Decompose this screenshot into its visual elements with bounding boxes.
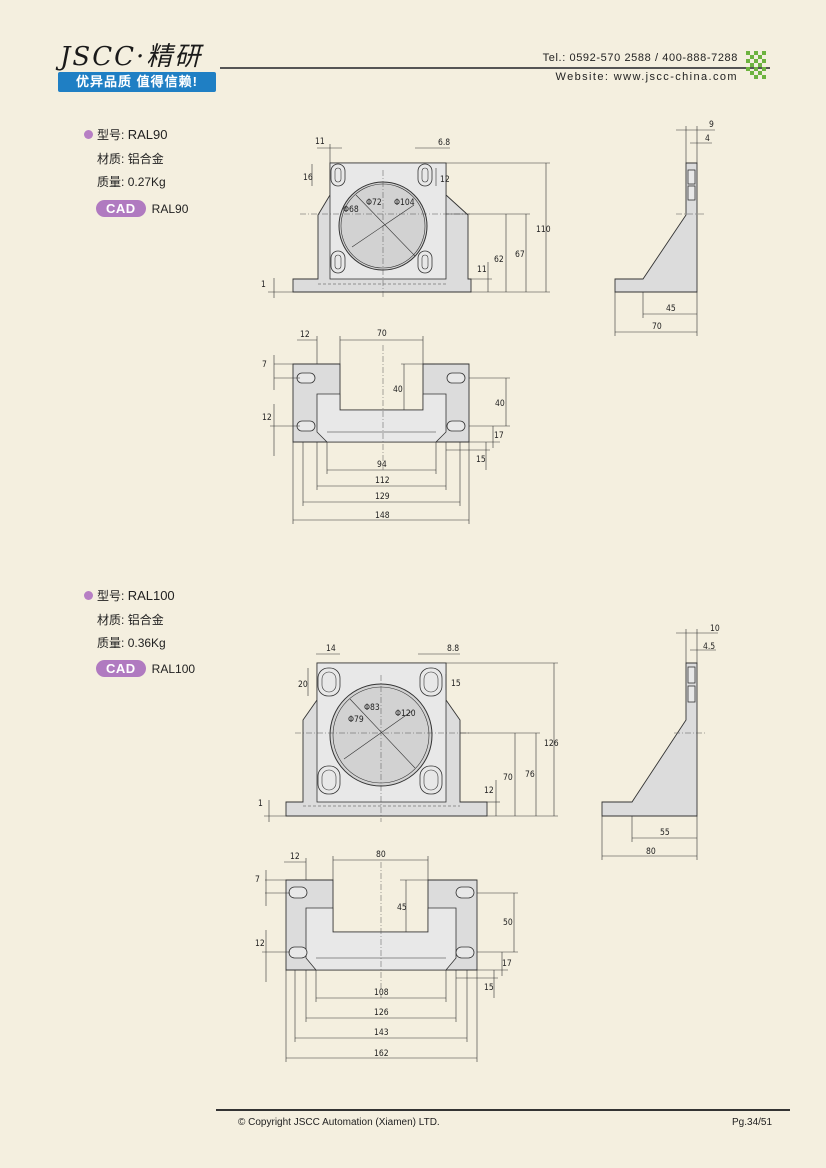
front-dim-label: 62 <box>494 255 504 265</box>
bottom-dim-label: 12 <box>262 413 272 423</box>
bottom-dim-label: 7 <box>255 875 260 885</box>
footer-divider <box>216 1109 790 1111</box>
contact-phone: Tel.: 0592-570 2588 / 400-888-7288 <box>542 52 738 64</box>
front-dim-label: 70 <box>503 773 513 783</box>
cad-name: RAL100 <box>151 662 196 676</box>
cad-badge[interactable]: CAD <box>96 200 146 217</box>
bullet-icon <box>84 591 93 600</box>
front-dim-label: 11 <box>477 265 487 275</box>
bottom-dim-label: 94 <box>377 460 387 470</box>
side-dim-label: 4 <box>705 134 710 144</box>
bottom-dim-label: 17 <box>494 431 504 441</box>
bottom-dim-label: 40 <box>393 385 403 395</box>
cad-download[interactable]: CAD RAL100 <box>96 660 195 677</box>
bottom-dim-label: 162 <box>374 1049 389 1059</box>
model-value: RAL90 <box>127 127 168 142</box>
cad-download[interactable]: CAD RAL90 <box>96 200 188 217</box>
model-value: RAL100 <box>127 588 175 603</box>
front-dim-label: Φ79 <box>348 715 364 725</box>
product-model-line: 型号: RAL90 <box>84 126 167 143</box>
front-dim-label: Φ72 <box>366 198 382 208</box>
model-label: 型号: <box>97 128 125 142</box>
front-dim-label: 11 <box>315 137 325 147</box>
side-dim-label: 55 <box>660 828 670 838</box>
bottom-dim-label: 148 <box>375 511 390 521</box>
cad-name: RAL90 <box>151 202 189 216</box>
front-dim-label: 16 <box>303 173 313 183</box>
front-dim-label: 76 <box>525 770 535 780</box>
side-dim-label: 45 <box>666 304 676 314</box>
bottom-dim-label: 12 <box>290 852 300 862</box>
front-dim-label: 1 <box>261 280 266 290</box>
bottom-dim-label: 50 <box>503 918 513 928</box>
bottom-dim-label: 108 <box>374 988 389 998</box>
front-dim-label: Φ120 <box>395 709 416 719</box>
bottom-dim-label: 15 <box>476 455 486 465</box>
front-dim-label: 15 <box>451 679 461 689</box>
bottom-dim-label: 7 <box>262 360 267 370</box>
brand-logo: JSCC·精研 <box>60 42 203 72</box>
page-number: Pg.34/51 <box>732 1117 773 1128</box>
side-dim-label: 70 <box>652 322 662 332</box>
material-value: 铝合金 <box>127 613 164 627</box>
front-dim-label: 20 <box>298 680 308 690</box>
product-weight-line: 质量: 0.27Kg <box>97 173 166 190</box>
checker-decoration-icon <box>746 51 766 79</box>
front-view-drawing: 11 6.8 16 12 Φ72 Φ104 Φ68 110 67 62 11 1 <box>261 137 551 298</box>
front-dim-label: 6.8 <box>438 138 450 148</box>
side-dim-label: 4.5 <box>703 642 715 652</box>
bottom-dim-label: 129 <box>375 492 390 502</box>
bottom-dim-label: 15 <box>484 983 494 993</box>
product-material-line: 材质: 铝合金 <box>97 611 164 628</box>
side-dim-label: 10 <box>710 624 720 634</box>
bullet-icon <box>84 130 93 139</box>
bottom-view-drawing: 12 80 7 45 50 12 17 15 108 126 143 162 <box>255 850 518 1062</box>
side-dim-label: 80 <box>646 847 656 857</box>
bottom-dim-label: 126 <box>374 1008 389 1018</box>
brand-slogan: 优异品质 值得信赖! <box>58 72 216 92</box>
bottom-view-drawing: 12 70 7 40 40 12 17 15 94 112 129 148 <box>262 329 510 524</box>
material-value: 铝合金 <box>127 152 164 166</box>
weight-label: 质量: <box>97 175 125 189</box>
front-dim-label: 110 <box>536 225 551 235</box>
front-dim-label: Φ68 <box>343 205 359 215</box>
front-dim-label: 12 <box>484 786 494 796</box>
front-dim-label: 126 <box>544 739 559 749</box>
bottom-dim-label: 143 <box>374 1028 389 1038</box>
front-dim-label: 1 <box>258 799 263 809</box>
bottom-dim-label: 112 <box>375 476 390 486</box>
bottom-dim-label: 80 <box>376 850 386 860</box>
product-weight-line: 质量: 0.36Kg <box>97 634 166 651</box>
product-material-line: 材质: 铝合金 <box>97 150 164 167</box>
front-dim-label: 67 <box>515 250 525 260</box>
side-view-drawing: 10 4.5 55 80 <box>601 624 720 860</box>
header-divider <box>220 67 770 69</box>
bottom-dim-label: 12 <box>300 330 310 340</box>
bottom-dim-label: 70 <box>377 329 387 339</box>
front-dim-label: 12 <box>440 175 450 185</box>
weight-value: 0.27Kg <box>127 175 166 189</box>
product-model-line: 型号: RAL100 <box>84 587 175 604</box>
bottom-dim-label: 12 <box>255 939 265 949</box>
material-label: 材质: <box>97 613 125 627</box>
contact-website: Website: www.jscc-china.com <box>555 71 738 83</box>
front-dim-label: 8.8 <box>447 644 459 654</box>
bottom-dim-label: 17 <box>502 959 512 969</box>
front-dim-label: 14 <box>326 644 336 654</box>
model-label: 型号: <box>97 589 125 603</box>
cad-badge[interactable]: CAD <box>96 660 146 677</box>
front-dim-label: Φ83 <box>364 703 380 713</box>
bottom-dim-label: 45 <box>397 903 407 913</box>
front-view-drawing: 14 8.8 20 15 Φ83 Φ120 Φ79 126 76 70 12 1 <box>258 644 559 822</box>
bottom-dim-label: 40 <box>495 399 505 409</box>
material-label: 材质: <box>97 152 125 166</box>
weight-label: 质量: <box>97 636 125 650</box>
weight-value: 0.36Kg <box>127 636 166 650</box>
side-view-drawing: 9 4 45 70 <box>614 120 715 336</box>
side-dim-label: 9 <box>709 120 714 130</box>
copyright-text: © Copyright JSCC Automation (Xiamen) LTD… <box>238 1117 440 1128</box>
front-dim-label: Φ104 <box>394 198 415 208</box>
